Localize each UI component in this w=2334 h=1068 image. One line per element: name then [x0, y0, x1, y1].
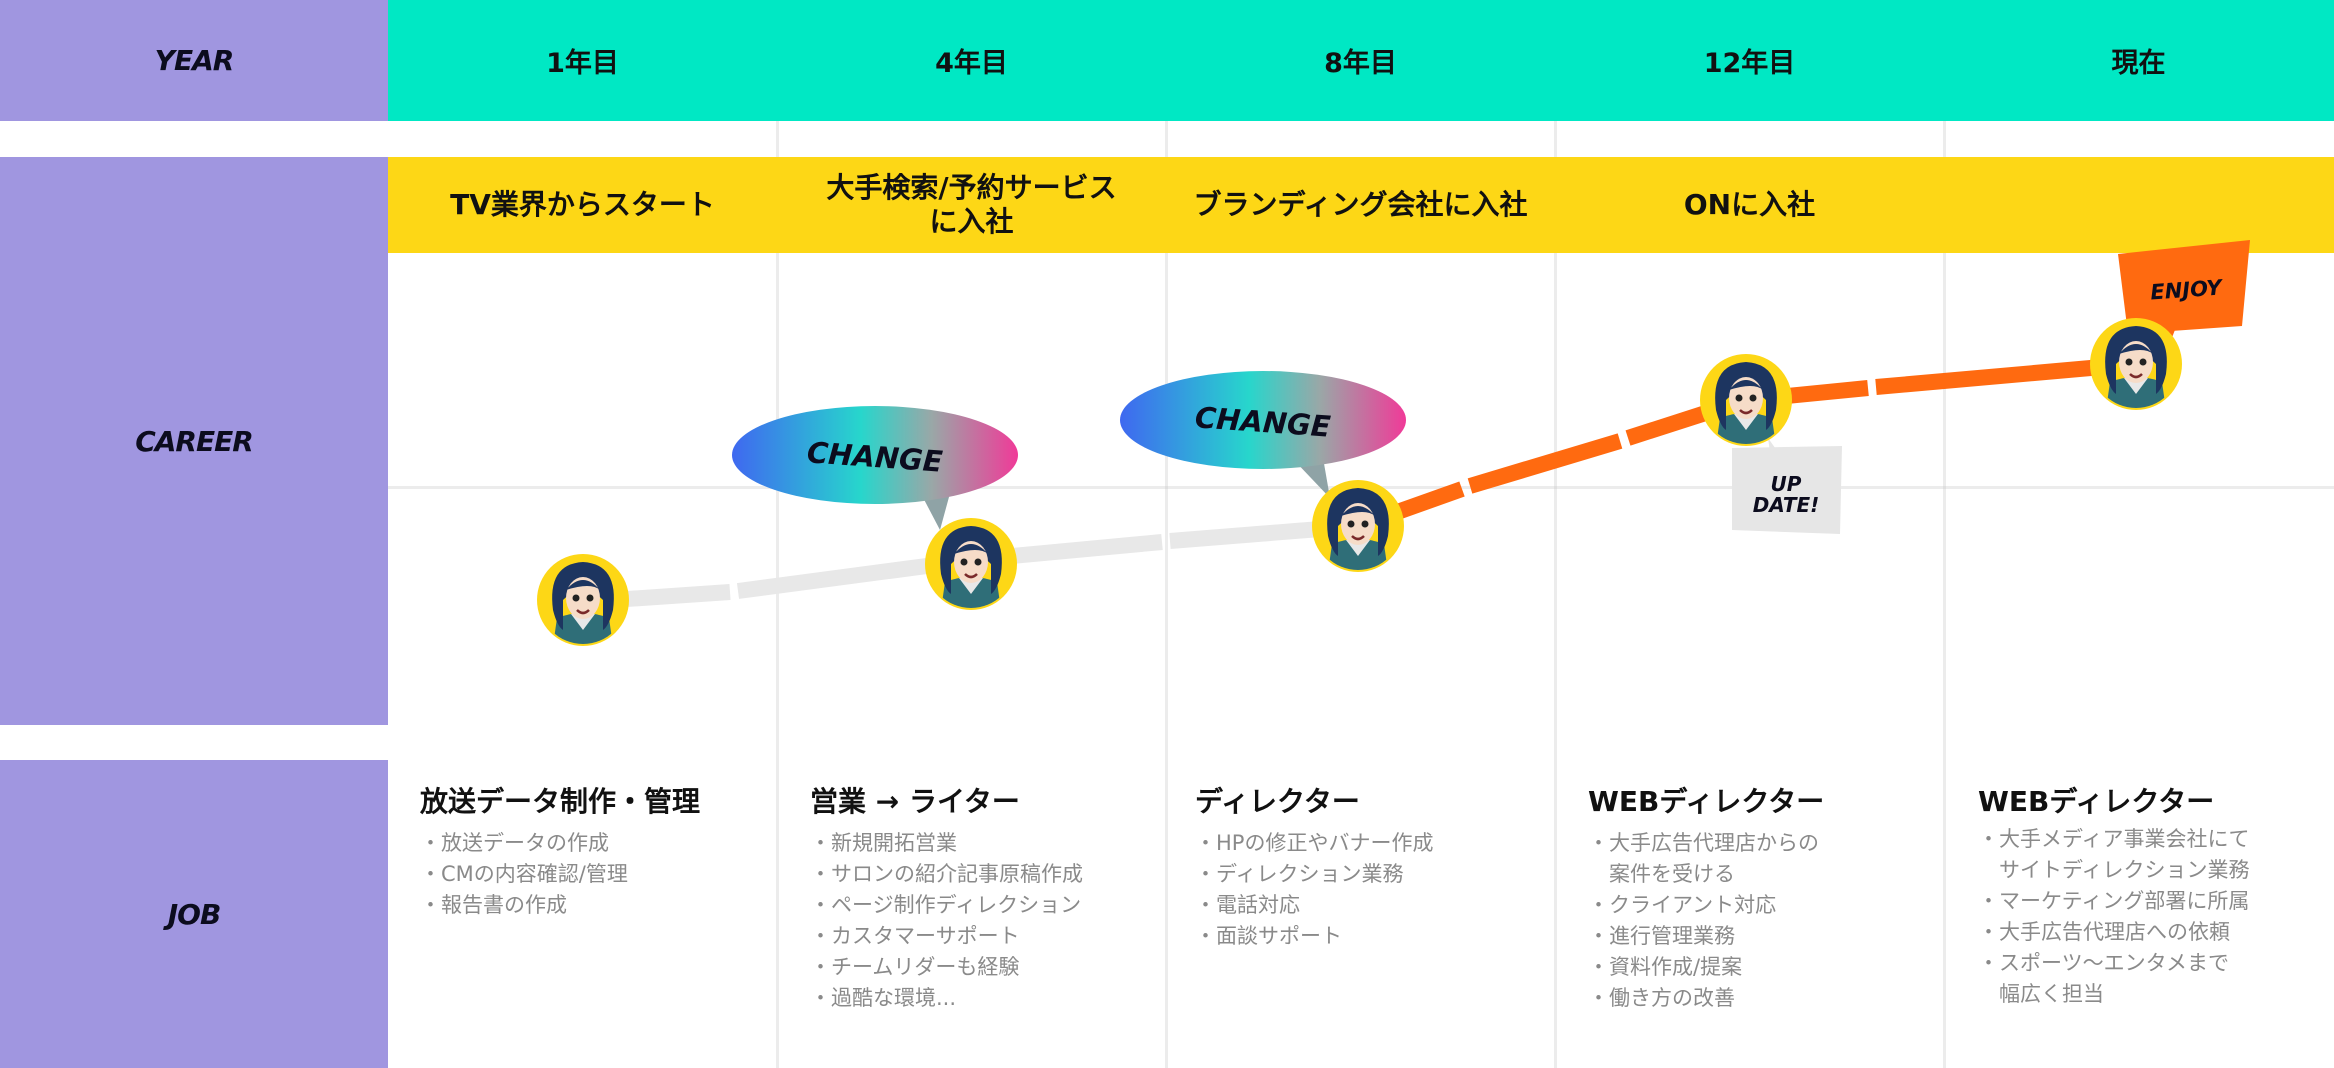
- career-stage: 大手検索/予約サービスに入社: [826, 171, 1117, 238]
- avatar-icon: [1312, 480, 1404, 572]
- job-title: 放送データ制作・管理: [420, 785, 701, 818]
- job-duty: ・マーケティング部署に所属: [1978, 889, 2250, 913]
- avatar-icon: [925, 518, 1017, 610]
- job-duty: ・過酷な環境...: [810, 986, 957, 1010]
- column-divider: [1943, 0, 1946, 1068]
- year-header-bar: [388, 0, 2334, 121]
- year-label: 4年目: [935, 48, 1008, 79]
- job-title: ディレクター: [1195, 785, 1360, 818]
- job-duty: ・チームリダーも経験: [810, 955, 1020, 979]
- year-label: 現在: [2111, 48, 2166, 79]
- job-duty: ・働き方の改善: [1588, 986, 1735, 1010]
- job-duty: 幅広く担当: [1978, 982, 2104, 1006]
- job-duty: ・報告書の作成: [420, 893, 567, 917]
- job-duty: ・大手広告代理店からの: [1588, 831, 1819, 855]
- job-title: WEBディレクター: [1978, 785, 2215, 818]
- job-duty: ・クライアント対応: [1588, 893, 1777, 917]
- job-title: 営業 → ライター: [810, 785, 1020, 818]
- career-path-segment: [1467, 433, 1623, 494]
- enjoy-label: ENJOY: [2150, 275, 2225, 304]
- job-duties: ・大手広告代理店からの 案件を受ける ・クライアント対応 ・進行管理業務 ・資料…: [1588, 828, 1819, 1014]
- job-title: WEBディレクター: [1588, 785, 1825, 818]
- enjoy-flag: ENJOY: [2118, 240, 2250, 348]
- job-duty: ・資料作成/提案: [1588, 955, 1743, 979]
- job-duties: ・HPの修正やバナー作成 ・ディレクション業務 ・電話対応 ・面談サポート: [1195, 828, 1433, 952]
- avatar-icon: [1700, 354, 1792, 446]
- update-sign: UP DATE!: [1732, 438, 1842, 534]
- job-duty: ・CMの内容確認/管理: [420, 862, 628, 886]
- job-duty: ・ページ制作ディレクション: [810, 893, 1082, 917]
- job-duties: ・新規開拓営業 ・サロンの紹介記事原稿作成 ・ページ制作ディレクション ・カスタ…: [810, 828, 1083, 1014]
- change-bubble: CHANGE: [732, 406, 1018, 530]
- career-stage-bar: [388, 157, 2334, 253]
- job-duty: ・放送データの作成: [420, 831, 609, 855]
- job-duties: ・大手メディア事業会社にて サイトディレクション業務 ・マーケティング部署に所属…: [1978, 824, 2250, 1010]
- job-duty: ・電話対応: [1195, 893, 1300, 917]
- update-label: UP: [1771, 472, 1802, 496]
- job-duty: ・新規開拓営業: [810, 831, 957, 855]
- job-duty: ・大手広告代理店への依頼: [1978, 920, 2230, 944]
- change-bubble: CHANGE: [1120, 371, 1406, 498]
- column-divider: [1554, 0, 1557, 1068]
- job-duty: サイトディレクション業務: [1978, 858, 2250, 882]
- career-stage: TV業界からスタート: [450, 188, 715, 221]
- job-duty: ・カスタマーサポート: [810, 924, 1020, 948]
- career-stage: ブランディング会社に入社: [1193, 188, 1528, 221]
- job-duty: ・スポーツ〜エンタメまで: [1978, 951, 2229, 975]
- job-duty: ・サロンの紹介記事原稿作成: [810, 862, 1083, 886]
- job-duty: ・ディレクション業務: [1195, 862, 1404, 886]
- row-label-year: YEAR: [0, 0, 388, 121]
- year-label: 1年目: [546, 48, 619, 79]
- avatar-icon: [537, 554, 629, 646]
- job-duty: ・大手メディア事業会社にて: [1978, 827, 2250, 851]
- year-label: 8年目: [1324, 48, 1397, 79]
- row-label-career: CAREER: [0, 157, 388, 725]
- job-duty: 案件を受ける: [1588, 862, 1735, 886]
- job-duty: ・進行管理業務: [1588, 924, 1735, 948]
- year-label: 12年目: [1703, 48, 1796, 79]
- update-label: DATE!: [1753, 493, 1820, 517]
- job-duties: ・放送データの作成 ・CMの内容確認/管理 ・報告書の作成: [420, 828, 628, 921]
- job-duty: ・HPの修正やバナー作成: [1195, 831, 1434, 855]
- avatar-icon: [2090, 318, 2182, 410]
- column-divider: [1165, 0, 1168, 1068]
- career-stage: ONに入社: [1683, 188, 1816, 221]
- row-label-job: JOB: [0, 760, 388, 1068]
- job-duty: ・面談サポート: [1195, 924, 1342, 948]
- column-divider: [776, 0, 779, 1068]
